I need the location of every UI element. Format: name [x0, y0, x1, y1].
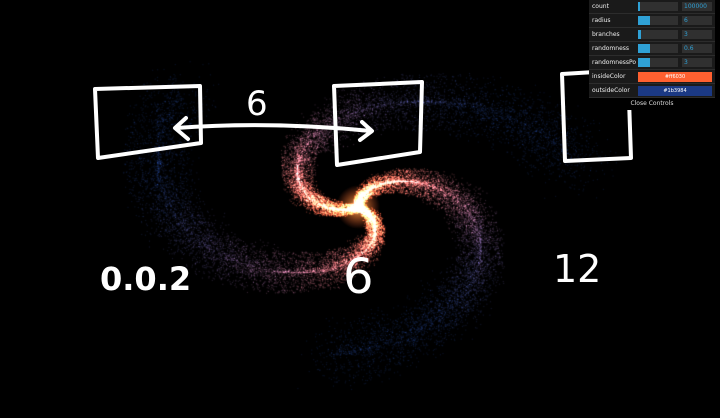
param-row: count 100000 — [589, 0, 715, 14]
param-row: randomness 0.6 — [589, 42, 715, 56]
color-swatch[interactable]: #ff6030 — [638, 71, 712, 82]
param-slider-fill — [638, 2, 640, 11]
params-list: count 100000 radius 6 branches 3 randomness 0.6… — [589, 0, 715, 70]
param-value-input[interactable]: 6 — [682, 16, 712, 25]
color-swatch[interactable]: #1b3984 — [638, 85, 712, 96]
param-label: branches — [592, 31, 620, 38]
param-slider-fill — [638, 44, 650, 53]
colors-list: insideColor #ff6030 outsideColor #1b3984 — [589, 70, 715, 98]
param-label: count — [592, 3, 609, 10]
param-slider-fill — [638, 16, 650, 25]
param-row: branches 3 — [589, 28, 715, 42]
param-slider[interactable] — [638, 30, 678, 39]
color-row: outsideColor #1b3984 — [589, 84, 715, 98]
param-value-input[interactable]: 3 — [682, 30, 712, 39]
param-label: randomness — [592, 45, 630, 52]
param-row: radius 6 — [589, 14, 715, 28]
close-controls-button[interactable]: Close Controls — [589, 98, 715, 110]
param-value-input[interactable]: 100000 — [682, 2, 712, 11]
param-slider-fill — [638, 58, 650, 67]
param-slider[interactable] — [638, 2, 678, 11]
param-label: randomnessPo — [592, 59, 637, 66]
param-slider[interactable] — [638, 58, 678, 67]
color-label: insideColor — [592, 73, 626, 80]
param-row: randomnessPo 3 — [589, 56, 715, 70]
param-slider[interactable] — [638, 44, 678, 53]
param-slider[interactable] — [638, 16, 678, 25]
param-slider-fill — [638, 30, 642, 39]
controls-panel: count 100000 radius 6 branches 3 randomness 0.6… — [589, 0, 715, 110]
param-value-input[interactable]: 3 — [682, 58, 712, 67]
param-label: radius — [592, 17, 611, 24]
color-row: insideColor #ff6030 — [589, 70, 715, 84]
param-value-input[interactable]: 0.6 — [682, 44, 712, 53]
color-label: outsideColor — [592, 87, 630, 94]
